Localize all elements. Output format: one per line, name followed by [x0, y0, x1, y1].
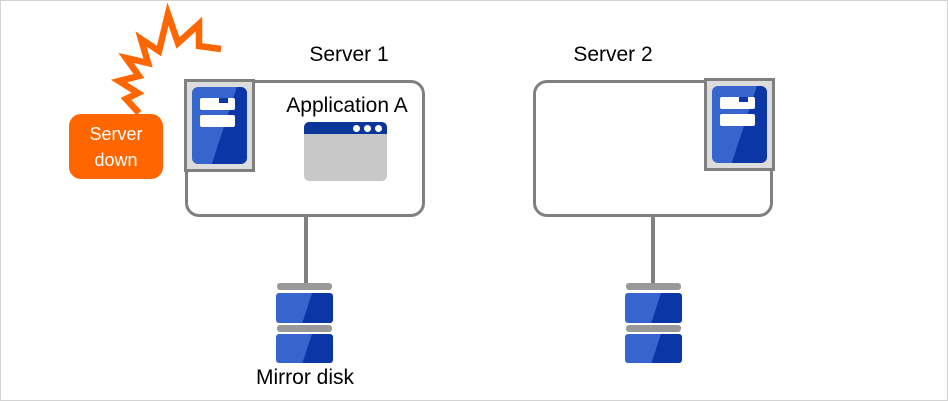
drive-bay-slot [200, 98, 235, 110]
drive-bay-notch [219, 98, 228, 103]
drive-bay-slot [720, 97, 755, 109]
application-label: Application A [286, 94, 408, 117]
mirror-disk-icon [625, 283, 682, 363]
disk-platter [625, 334, 682, 363]
server-down-badge-line1: Server [89, 123, 143, 144]
server-down-badge: Server down [69, 114, 163, 179]
window-titlebar [304, 122, 387, 134]
mirror-disk-label: Mirror disk [256, 366, 354, 389]
disk-cap [626, 283, 681, 290]
disk-cap [277, 325, 332, 332]
crash-flash-icon [110, 2, 222, 116]
titlebar-dot [353, 124, 360, 132]
disk-platter [625, 293, 682, 323]
application-window-icon [304, 122, 387, 181]
drive-bay-slot [720, 114, 755, 126]
titlebar-dot [364, 124, 371, 132]
mirror-disk-icon [276, 283, 333, 363]
disk-cap [277, 283, 332, 290]
server1-icon-frame [184, 79, 255, 172]
server1-label: Server 1 [309, 43, 389, 66]
server2-disk-connector [651, 214, 655, 284]
server-tower-icon [192, 87, 247, 164]
server2-label: Server 2 [573, 43, 653, 66]
server-down-badge-line2: down [94, 149, 138, 170]
server2-icon-frame [704, 78, 775, 171]
server-tower-icon [712, 86, 767, 163]
disk-platter [276, 334, 333, 363]
drive-bay-notch [739, 97, 748, 102]
disk-cap [626, 325, 681, 332]
server1-disk-connector [304, 214, 308, 284]
titlebar-dot [375, 124, 382, 132]
disk-platter [276, 293, 333, 323]
window-body [304, 134, 387, 181]
drive-bay-slot [200, 115, 235, 127]
